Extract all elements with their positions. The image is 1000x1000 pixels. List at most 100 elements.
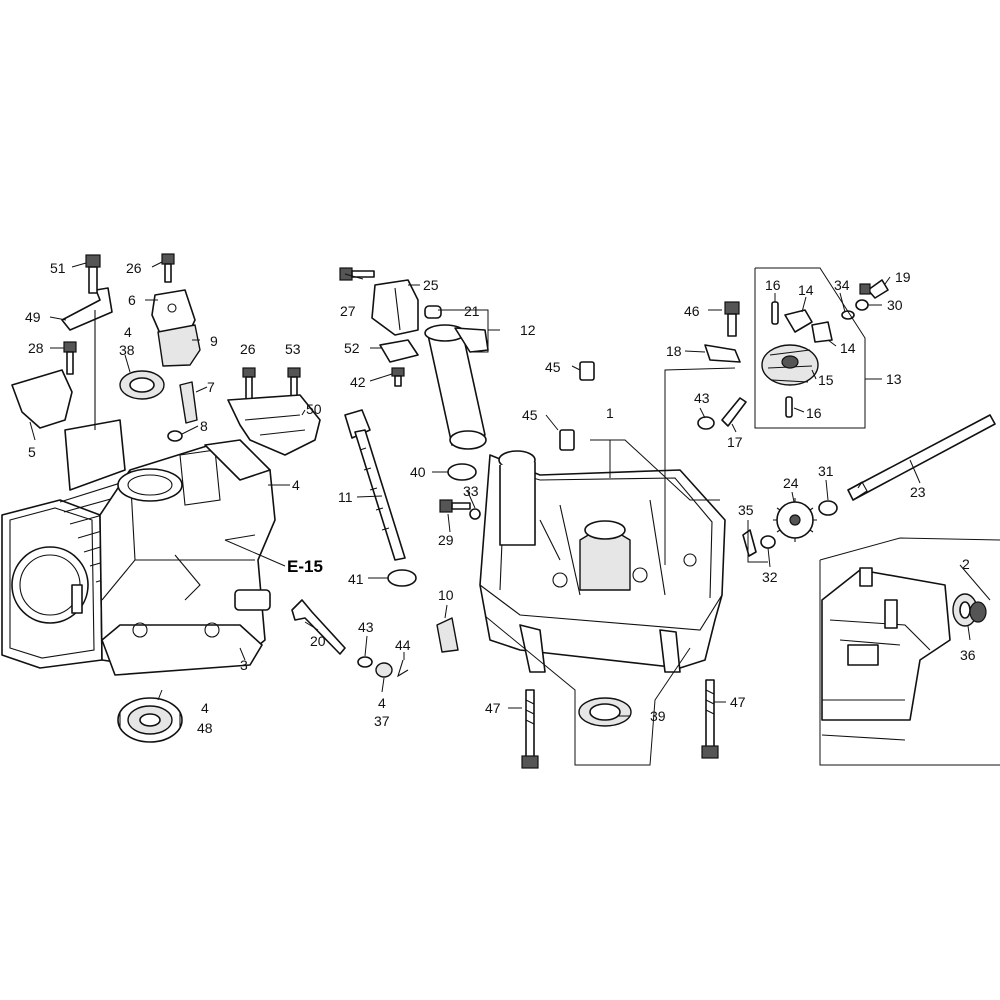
- crankcase-cover-drawing: [479, 450, 726, 673]
- callout-51: 51: [50, 260, 66, 276]
- bolt-51: [85, 254, 101, 294]
- leader-lines: [29, 261, 991, 766]
- inset-crankcase-detail: [819, 537, 1000, 766]
- bolt-47-left: [521, 689, 539, 769]
- callout-28: 28: [28, 340, 44, 356]
- callout-24: 24: [783, 475, 799, 491]
- callout-35: 35: [738, 502, 754, 518]
- callout-10: 10: [438, 587, 454, 603]
- callout-43: 43: [358, 619, 374, 635]
- washer-32: [760, 535, 776, 549]
- callout-5: 5: [28, 444, 36, 460]
- callout-1: 1: [606, 405, 614, 421]
- callout-53: 53: [285, 341, 301, 357]
- callout-4: 4: [378, 695, 386, 711]
- callout-47: 47: [485, 700, 501, 716]
- nut-37: [375, 662, 393, 678]
- callout-39: 39: [650, 708, 666, 724]
- callout-33: 33: [463, 483, 479, 499]
- callout-labels: 51 26 6 49 4 38 9 28 26 53 7 8 50 5 4 E-…: [25, 260, 976, 736]
- callout-3: 3: [240, 657, 248, 673]
- breather-10: [436, 617, 459, 653]
- gear-24: [773, 498, 817, 542]
- callout-50: 50: [306, 401, 322, 417]
- oil-filler-tube-12: [424, 324, 489, 450]
- callout-27: 27: [340, 303, 356, 319]
- collar-21: [424, 305, 442, 319]
- callout-13: 13: [886, 371, 902, 387]
- callout-14: 14: [840, 340, 856, 356]
- bolt-47-right: [701, 679, 719, 759]
- callout-11: 11: [338, 489, 353, 505]
- washer-43-right: [697, 416, 715, 430]
- governor-arm-20: [291, 599, 346, 655]
- pin-44: [397, 659, 409, 678]
- callout-43: 43: [694, 390, 710, 406]
- oil-seal-38: [119, 370, 165, 400]
- callout-40: 40: [410, 464, 426, 480]
- bracket-5: [11, 369, 73, 429]
- shaft-23: [847, 414, 996, 501]
- callout-8: 8: [200, 418, 208, 434]
- o-ring-40: [447, 463, 477, 481]
- callout-42: 42: [350, 374, 366, 390]
- callout-15: 15: [818, 372, 834, 388]
- callout-4: 4: [124, 324, 132, 340]
- washer-30: [855, 299, 869, 311]
- callout-49: 49: [25, 309, 41, 325]
- callout-44: 44: [395, 637, 411, 653]
- callout-4: 4: [201, 700, 209, 716]
- arm-52: [379, 339, 419, 363]
- callout-14: 14: [798, 282, 814, 298]
- bolt-46: [724, 301, 740, 337]
- callout-2: 2: [962, 556, 970, 572]
- callout-36: 36: [960, 647, 976, 663]
- callout-17: 17: [727, 434, 743, 450]
- pin-8: [167, 430, 183, 442]
- plate-18: [704, 344, 741, 363]
- gasket-7: [179, 381, 198, 424]
- callout-32: 32: [762, 569, 778, 585]
- washer-43-left: [357, 656, 373, 668]
- callout-9: 9: [210, 333, 218, 349]
- callout-52: 52: [344, 340, 360, 356]
- washer-33: [469, 508, 481, 520]
- callout-31: 31: [818, 463, 834, 479]
- callout-25: 25: [423, 277, 439, 293]
- callout-23: 23: [910, 484, 926, 500]
- callout-46: 46: [684, 303, 700, 319]
- callout-21: 21: [464, 303, 480, 319]
- bracket-49: [61, 287, 113, 331]
- pin-17: [721, 397, 747, 427]
- callout-41: 41: [348, 571, 364, 587]
- oil-seal-39: [578, 697, 632, 727]
- bolt-26-mid: [242, 367, 256, 400]
- callout-18: 18: [666, 343, 682, 359]
- oil-pump-13: [761, 301, 833, 418]
- bolt-26-top: [161, 253, 175, 283]
- callout-20: 20: [310, 633, 326, 649]
- callout-45: 45: [522, 407, 538, 423]
- guide-plate-50: [227, 394, 321, 456]
- bolt-28: [63, 341, 77, 375]
- cylinder-block-drawing: [1, 419, 276, 676]
- o-ring-41: [387, 569, 417, 587]
- bearing-48: [117, 697, 183, 743]
- reference-e15: E-15: [287, 557, 323, 576]
- dipstick-11: [344, 409, 406, 561]
- callout-34: 34: [834, 277, 850, 293]
- callout-12: 12: [520, 322, 536, 338]
- washer-31: [818, 500, 838, 516]
- dowel-45-upper: [579, 361, 595, 381]
- callout-30: 30: [887, 297, 903, 313]
- callout-38: 38: [119, 342, 135, 358]
- callout-45: 45: [545, 359, 561, 375]
- callout-16: 16: [765, 277, 781, 293]
- callout-47: 47: [730, 694, 746, 710]
- dowel-45-lower: [559, 429, 575, 451]
- bolt-42: [391, 367, 405, 387]
- callout-19: 19: [895, 269, 911, 285]
- cover-9: [157, 324, 201, 367]
- callout-6: 6: [128, 292, 136, 308]
- callout-16: 16: [806, 405, 822, 421]
